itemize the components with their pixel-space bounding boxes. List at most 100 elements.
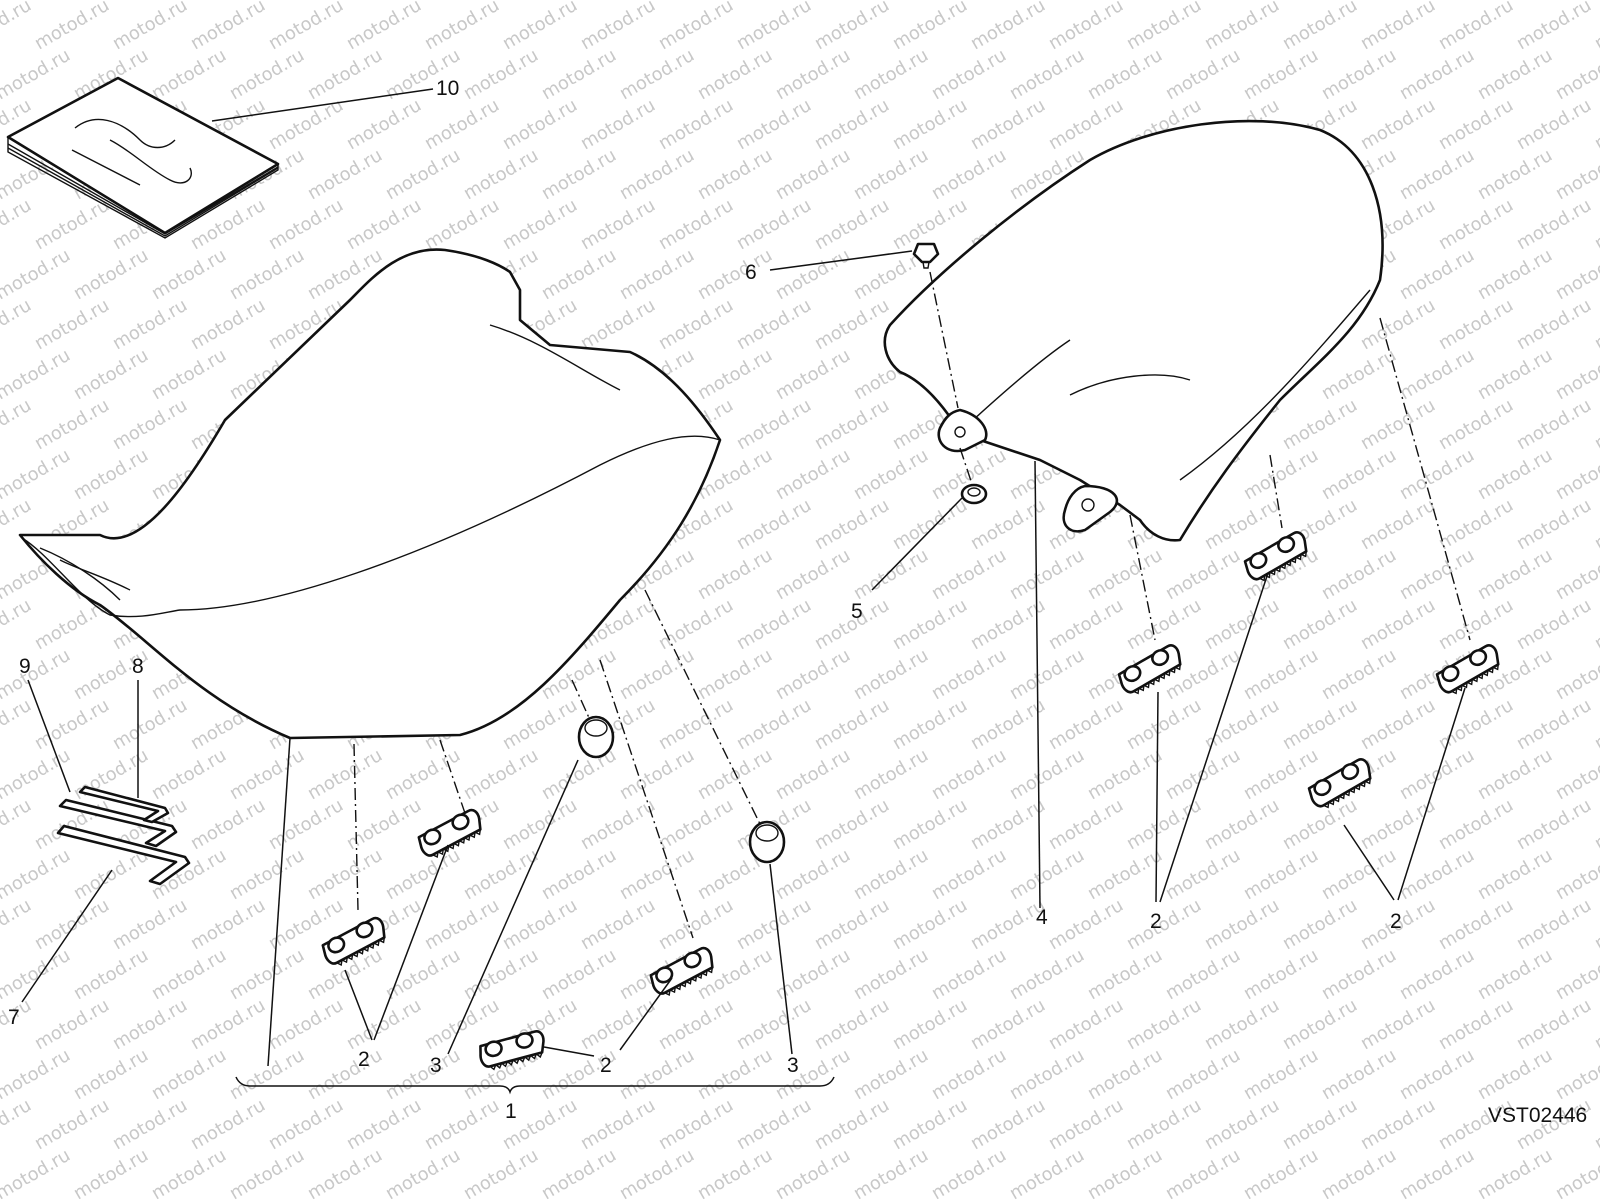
watermark-text: motod.ru [187, 895, 269, 954]
watermark-text: motod.ru [1240, 445, 1322, 504]
watermark-text: motod.ru [1435, 595, 1517, 654]
watermark-text: motod.ru [304, 45, 386, 104]
watermark-text: motod.ru [148, 45, 230, 104]
seat-pad [417, 808, 482, 858]
watermark-text: motod.ru [655, 295, 737, 354]
watermark-text: motod.ru [343, 795, 425, 854]
watermark-text: motod.ru [1591, 1095, 1600, 1154]
callout-7: 7 [8, 1006, 20, 1029]
watermark-text: motod.ru [850, 745, 932, 804]
watermark-text: motod.ru [1513, 395, 1595, 454]
part-3-rubber-buffer-a [577, 715, 615, 759]
watermark-text: motod.ru [889, 1095, 971, 1154]
watermark-text: motod.ru [1201, 895, 1283, 954]
watermark-text: motod.ru [0, 645, 74, 704]
watermark-text: motod.ru [850, 1145, 932, 1200]
watermark-text: motod.ru [382, 0, 464, 4]
watermark-text: motod.ru [655, 895, 737, 954]
watermark-text: motod.ru [928, 645, 1010, 704]
watermark-text: motod.ru [1357, 1095, 1439, 1154]
watermark-text: motod.ru [70, 0, 152, 4]
watermark-text: motod.ru [850, 1045, 932, 1104]
watermark-text: motod.ru [31, 0, 113, 54]
watermark-text: motod.ru [1162, 0, 1244, 4]
watermark-text: motod.ru [1084, 0, 1166, 4]
watermark-text: motod.ru [343, 1195, 425, 1200]
watermark-text: motod.ru [538, 945, 620, 1004]
watermark-text: motod.ru [850, 645, 932, 704]
watermark-text: motod.ru [850, 45, 932, 104]
watermark-text: motod.ru [1240, 1145, 1322, 1200]
watermark-text: motod.ru [1513, 95, 1595, 154]
watermark-text: motod.ru [655, 95, 737, 154]
watermark-text: motod.ru [733, 1195, 815, 1200]
watermark-text: motod.ru [1474, 1045, 1556, 1104]
watermark-text: motod.ru [694, 545, 776, 604]
watermark-text: motod.ru [538, 145, 620, 204]
callout-2-rear-b: 2 [1390, 910, 1402, 933]
watermark-text: motod.ru [1513, 995, 1595, 1054]
watermark-text: motod.ru [1513, 795, 1595, 854]
watermark-text: motod.ru [343, 0, 425, 54]
watermark-text: motod.ru [1474, 845, 1556, 904]
watermark-text: motod.ru [1084, 745, 1166, 804]
watermark-text: motod.ru [577, 295, 659, 354]
callout-3-front-b: 3 [787, 1054, 799, 1077]
watermark-text: motod.ru [1552, 445, 1600, 504]
watermark-text: motod.ru [1162, 1145, 1244, 1200]
watermark-text: motod.ru [1591, 895, 1600, 954]
watermark-text: motod.ru [460, 845, 542, 904]
watermark-text: motod.ru [304, 845, 386, 904]
watermark-text: motod.ru [1435, 895, 1517, 954]
watermark-text: motod.ru [850, 0, 932, 4]
watermark-text: motod.ru [772, 245, 854, 304]
watermark-text: motod.ru [811, 95, 893, 154]
watermark-text: motod.ru [1162, 45, 1244, 104]
watermark-text: motod.ru [811, 295, 893, 354]
watermark-text: motod.ru [1279, 595, 1361, 654]
watermark-text: motod.ru [577, 0, 659, 54]
watermark-text: motod.ru [733, 95, 815, 154]
watermark-text: motod.ru [538, 0, 620, 4]
watermark-text: motod.ru [1318, 345, 1400, 404]
watermark-text: motod.ru [1162, 545, 1244, 604]
watermark-text: motod.ru [70, 445, 152, 504]
watermark-text: motod.ru [733, 295, 815, 354]
seat-pad [321, 916, 386, 966]
watermark-text: motod.ru [1396, 45, 1478, 104]
callout-2-front-a: 2 [358, 1048, 370, 1071]
watermark-text: motod.ru [109, 1095, 191, 1154]
watermark-text: motod.ru [0, 1095, 35, 1154]
assembly-lines [353, 271, 1471, 939]
watermark-text: motod.ru [0, 895, 35, 954]
watermark-text: motod.ru [1318, 1045, 1400, 1104]
watermark-text: motod.ru [148, 745, 230, 804]
watermark-text: motod.ru [1045, 595, 1127, 654]
watermark-text: motod.ru [187, 1095, 269, 1154]
watermark-text: motod.ru [928, 745, 1010, 804]
seat-pad [1243, 531, 1308, 582]
watermark-text: motod.ru [1474, 545, 1556, 604]
watermark-text: motod.ru [1396, 0, 1478, 4]
watermark-text: motod.ru [226, 45, 308, 104]
watermark-text: motod.ru [1279, 395, 1361, 454]
watermark-text: motod.ru [1084, 845, 1166, 904]
watermark-text: motod.ru [1474, 445, 1556, 504]
watermark-text: motod.ru [1201, 695, 1283, 754]
watermark-text: motod.ru [1318, 545, 1400, 604]
watermark-text: motod.ru [616, 145, 698, 204]
part-4-passenger-seat [883, 119, 1384, 542]
watermark-text: motod.ru [1396, 845, 1478, 904]
callout-9: 9 [19, 655, 31, 678]
watermark-text: motod.ru [811, 195, 893, 254]
watermark-text: motod.ru [772, 1045, 854, 1104]
watermark-text: motod.ru [1201, 795, 1283, 854]
watermark-text: motod.ru [109, 295, 191, 354]
watermark-text: motod.ru [0, 395, 35, 454]
watermark-text: motod.ru [382, 1145, 464, 1200]
watermark-text: motod.ru [1396, 545, 1478, 604]
watermark-text: motod.ru [616, 1145, 698, 1200]
seat-pad [479, 1030, 545, 1071]
watermark-text: motod.ru [0, 445, 74, 504]
part-8-hex-key [78, 785, 170, 824]
